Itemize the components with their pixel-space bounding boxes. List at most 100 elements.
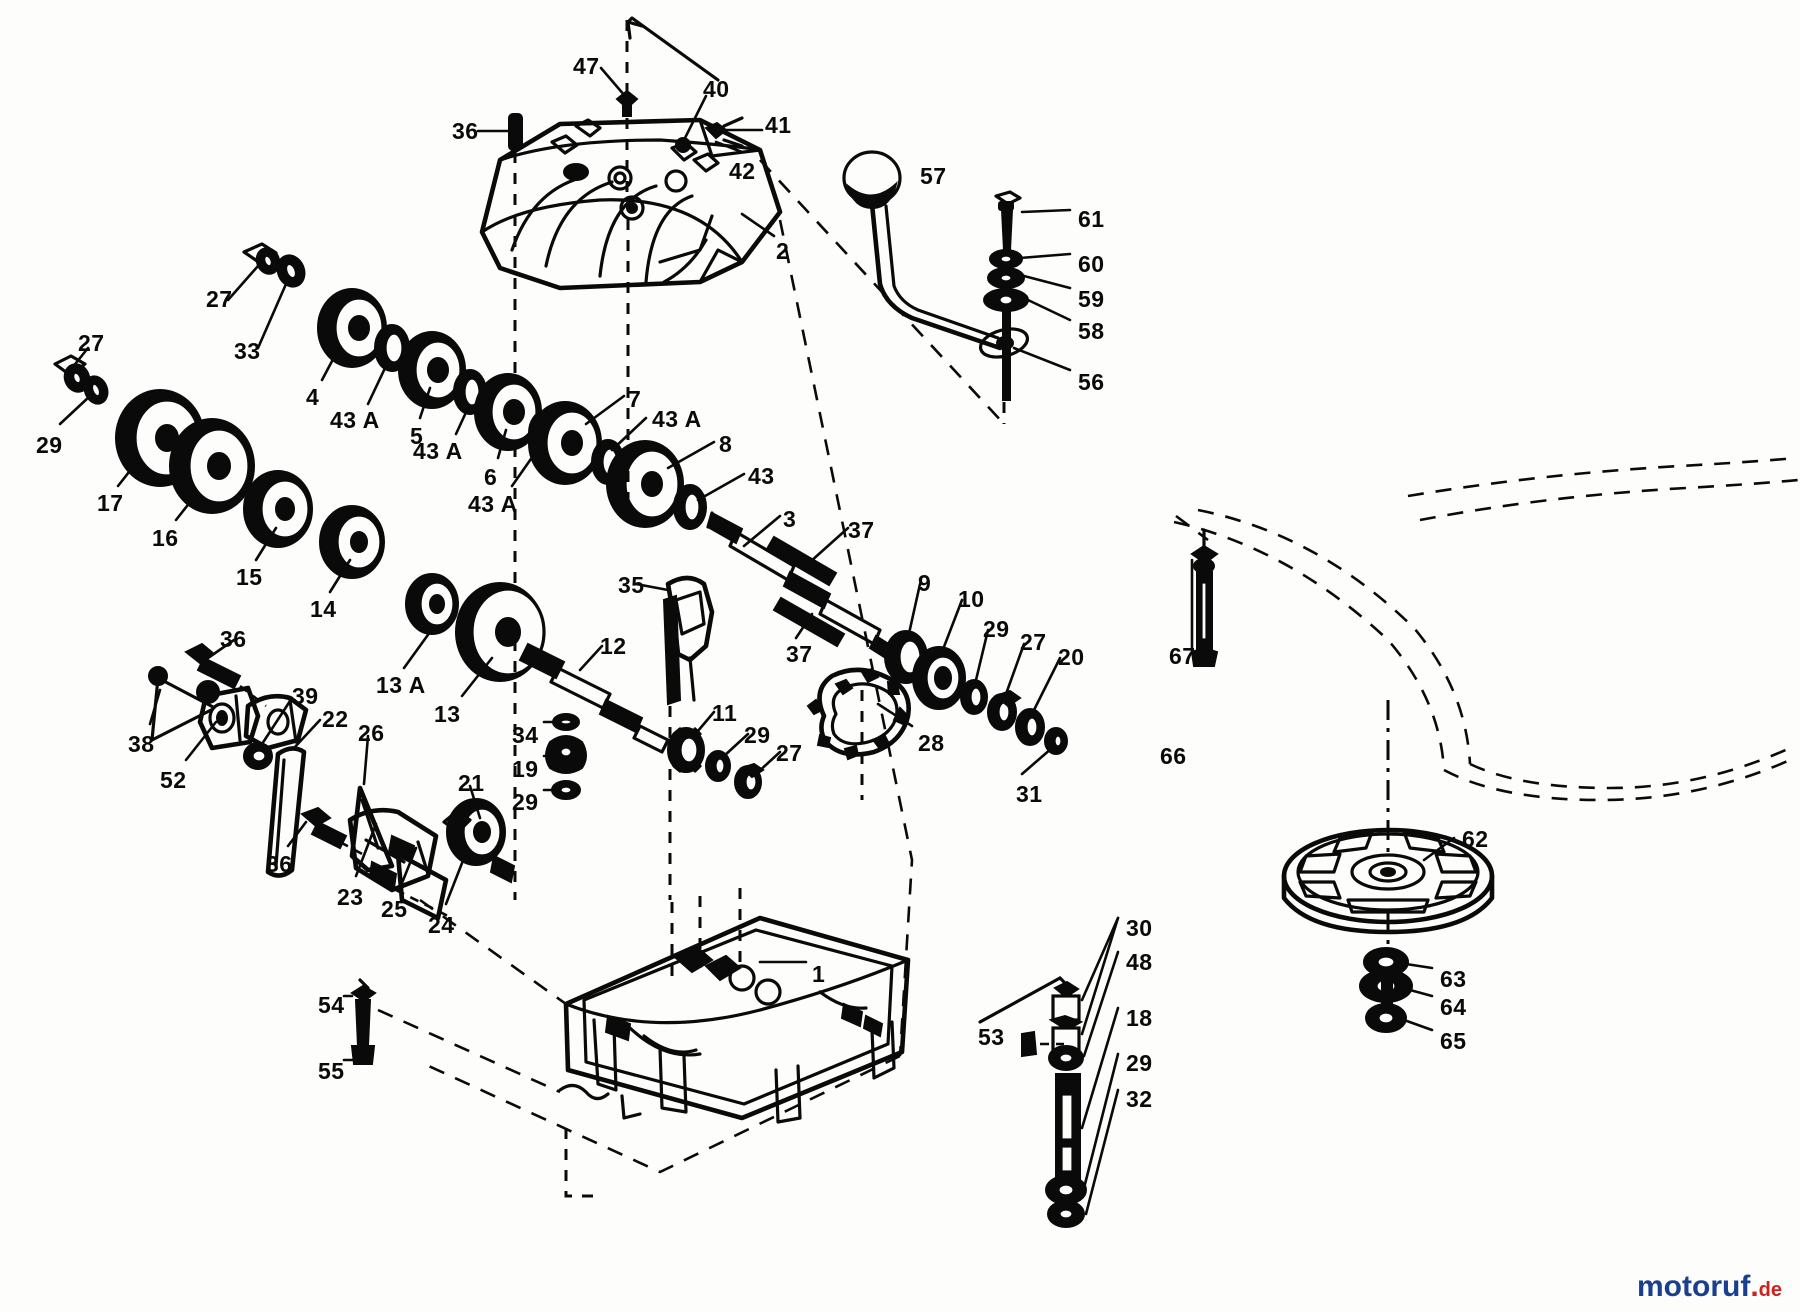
callout-13a: 13 A: [376, 672, 426, 698]
callout-48: 48: [1126, 949, 1153, 975]
part-7-gear: [528, 401, 602, 485]
part-28-chain: [806, 667, 911, 761]
callout-11: 11: [712, 700, 738, 726]
part-22-link: [265, 746, 307, 878]
part-47-bolt: [615, 20, 639, 196]
callout-58: 58: [1078, 318, 1105, 344]
site-watermark: motoruf.de: [1637, 1270, 1782, 1304]
part-36-pin-top: [508, 113, 523, 640]
callout-36: 36: [266, 851, 293, 877]
part-37-key-upper: [765, 535, 838, 587]
callout-54: 54: [318, 992, 345, 1018]
callout-29: 29: [512, 789, 539, 815]
watermark-separator: .: [1750, 1270, 1759, 1303]
callout-15: 15: [236, 564, 263, 590]
callout-27: 27: [78, 330, 105, 356]
part-40-41-42-fasteners: [675, 116, 744, 153]
callout-27: 27: [776, 740, 803, 766]
part-6-gear: [474, 373, 542, 451]
parts-27-29-bushings-left: [53, 354, 109, 405]
callout-57: 57: [920, 163, 947, 189]
callout-1: 1: [812, 961, 826, 987]
parts-63-64-65-stack: [1359, 912, 1413, 1033]
callout-53: 53: [978, 1024, 1005, 1050]
callout-26: 26: [358, 720, 385, 746]
callout-37: 37: [786, 641, 813, 667]
callout-29: 29: [1126, 1050, 1153, 1076]
parts-56-61-fastener-stack: [983, 190, 1029, 424]
callout-36: 36: [220, 626, 247, 652]
part-belt-right: [1173, 456, 1799, 860]
callout-34: 34: [512, 722, 539, 748]
callout-27: 27: [206, 286, 233, 312]
part-38-bracket: [148, 666, 220, 742]
part-8-gear: [606, 440, 684, 528]
part-16-gear: [169, 418, 255, 514]
callout-36: 36: [452, 118, 479, 144]
callout-31: 31: [1016, 781, 1043, 807]
part-12-shaft: [518, 642, 670, 754]
callout-2: 2: [776, 238, 790, 264]
part-27-bushing-mid: [987, 689, 1022, 731]
callout-39: 39: [292, 683, 319, 709]
callout-65: 65: [1440, 1028, 1467, 1054]
callout-55: 55: [318, 1058, 345, 1084]
callout-40: 40: [703, 76, 730, 102]
callout-56: 56: [1078, 369, 1105, 395]
callout-5: 5: [410, 423, 424, 449]
part-13a-gear: [405, 573, 459, 635]
parts-27-33-bushings-upper: [242, 242, 306, 288]
callout-18: 18: [1126, 1005, 1153, 1031]
callout-23: 23: [337, 884, 364, 910]
callout-20: 20: [1058, 644, 1085, 670]
callout-37: 37: [848, 517, 875, 543]
part-20-bushing: [1015, 708, 1045, 746]
part-36-pin-lower: [300, 806, 348, 850]
part-52-block: [197, 685, 261, 751]
callout-66: 66: [1160, 743, 1187, 769]
callout-21: 21: [458, 770, 485, 796]
callout-52: 52: [160, 767, 187, 793]
part-19-seal: [545, 735, 587, 774]
callout-47: 47: [573, 53, 600, 79]
part-37-key-lower: [772, 596, 846, 648]
callout-33: 33: [234, 338, 261, 364]
callout-60: 60: [1078, 251, 1105, 277]
callout-38: 38: [128, 731, 155, 757]
part-29-washer-mid: [960, 679, 988, 715]
callout-9: 9: [918, 570, 932, 596]
part-27-bushing-small: [734, 762, 765, 799]
part-14-gear: [319, 505, 385, 579]
callout-24: 24: [428, 912, 455, 938]
callout-27: 27: [1020, 629, 1047, 655]
callout-4: 4: [306, 384, 320, 410]
parts-30-48-18-29-32-column: [978, 976, 1087, 1228]
leader-lines: [58, 66, 1456, 1216]
callout-14: 14: [310, 596, 337, 622]
watermark-name: motoruf: [1637, 1270, 1751, 1303]
part-21-pulley: [442, 798, 516, 884]
part-3-shaft: [706, 511, 900, 664]
part-29-washer-seal: [551, 780, 581, 800]
callout-13: 13: [434, 701, 461, 727]
callout-6: 6: [484, 464, 498, 490]
callout-29: 29: [983, 616, 1010, 642]
callout-43: 43: [748, 463, 775, 489]
callout-42: 42: [729, 158, 756, 184]
callout-12: 12: [600, 633, 627, 659]
callout-29: 29: [744, 722, 771, 748]
parts-66-67-bolt: [1175, 514, 1219, 667]
callout-30: 30: [1126, 915, 1153, 941]
callout-28: 28: [918, 730, 945, 756]
part-11-bearing: [667, 727, 705, 773]
part-15-gear: [243, 470, 313, 548]
callout-25: 25: [381, 896, 408, 922]
part-29-washer-small: [705, 750, 731, 782]
part-35-shift-fork: [662, 575, 715, 900]
part-1-transaxle-housing: [419, 219, 914, 1198]
callout-63: 63: [1440, 966, 1467, 992]
callout-43a: 43 A: [652, 406, 702, 432]
callout-29: 29: [36, 432, 63, 458]
